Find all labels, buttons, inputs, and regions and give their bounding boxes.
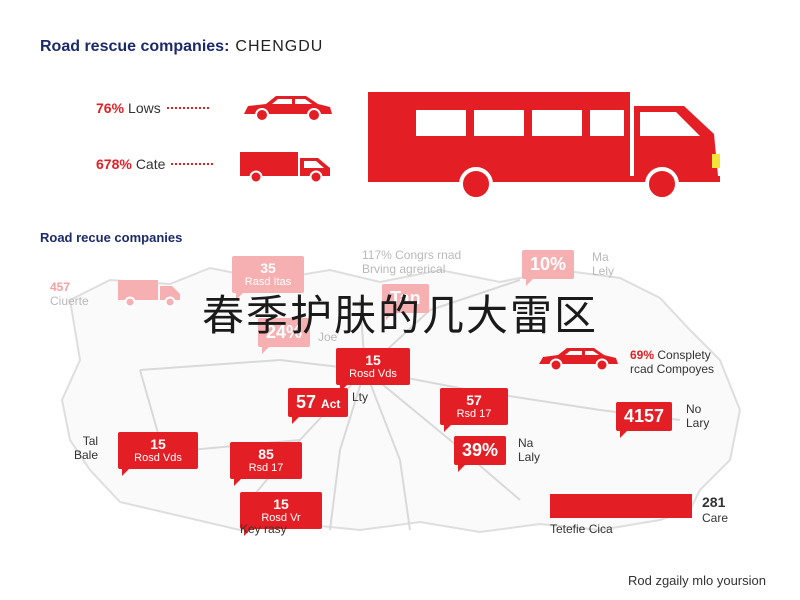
map-callout: 15 Rosd Vds bbox=[118, 432, 198, 476]
map-label-ciuerte: 457 Ciuerte bbox=[50, 280, 89, 309]
dotted-leader bbox=[166, 107, 209, 109]
map-callout: 57 Rsd 17 bbox=[440, 388, 508, 432]
map-car-icon bbox=[539, 348, 618, 372]
map-label-consplety: 69% Consplety rcad Compoyes bbox=[630, 348, 715, 377]
footer-text: Rod zgaily mlo yoursion bbox=[627, 573, 766, 588]
stat-row-lows: 76% Lows bbox=[96, 100, 209, 116]
map-label-na: Na Laly bbox=[518, 436, 541, 465]
map-label-ma: Ma Lely bbox=[592, 250, 615, 279]
section-subtitle: Road recue companies bbox=[40, 230, 183, 245]
map-label-congress: 117% Congrs rnad Brving agrerical bbox=[362, 248, 462, 277]
stat-percent: 76% bbox=[96, 100, 125, 116]
title-text: Road rescue companies: bbox=[40, 38, 230, 55]
page-title: Road rescue companies: CHENGDU bbox=[40, 38, 323, 56]
highlight-bar bbox=[550, 494, 692, 518]
truck-icon bbox=[368, 92, 720, 200]
map-callout: 85 Rsd 17 bbox=[230, 442, 302, 486]
map-label-care: 281 Care bbox=[702, 494, 729, 525]
map-callout: 57 Act bbox=[288, 388, 349, 424]
map-callout: 15 Rosd Vr bbox=[240, 492, 322, 536]
stat-label: Cate bbox=[135, 156, 166, 172]
stat-row-cate: 678% Cate bbox=[96, 156, 214, 172]
map-callout: 15 Rosd Vds bbox=[336, 348, 410, 392]
car-icon bbox=[244, 96, 332, 122]
map-label-joe: Joe bbox=[318, 330, 338, 344]
map-label-no: No Lary bbox=[686, 402, 710, 431]
map-callout: 4157 bbox=[616, 402, 673, 438]
map-label-tal: Tal Bale bbox=[74, 434, 99, 463]
map-callout: 24% bbox=[258, 318, 311, 354]
van-icon bbox=[240, 152, 330, 184]
stat-label: Lows bbox=[128, 100, 161, 116]
map-callout: 35 Rasd Itas bbox=[232, 256, 304, 300]
faded-van-icon bbox=[118, 280, 180, 308]
map-callout: 10% bbox=[522, 250, 575, 286]
map-callout: 39% bbox=[454, 436, 507, 472]
stat-percent: 678% bbox=[96, 156, 132, 172]
overlay-title: 春季护肤的几大雷区 bbox=[201, 291, 598, 340]
dotted-leader bbox=[171, 163, 214, 165]
city-name: CHENGDU bbox=[235, 38, 324, 55]
map-label-key: Key rasy bbox=[240, 522, 287, 536]
map-label-lty: Lty bbox=[352, 390, 369, 404]
map-callout: Tan bbox=[382, 284, 429, 320]
map-label-tetefie: Tetefie Cica bbox=[550, 522, 613, 536]
